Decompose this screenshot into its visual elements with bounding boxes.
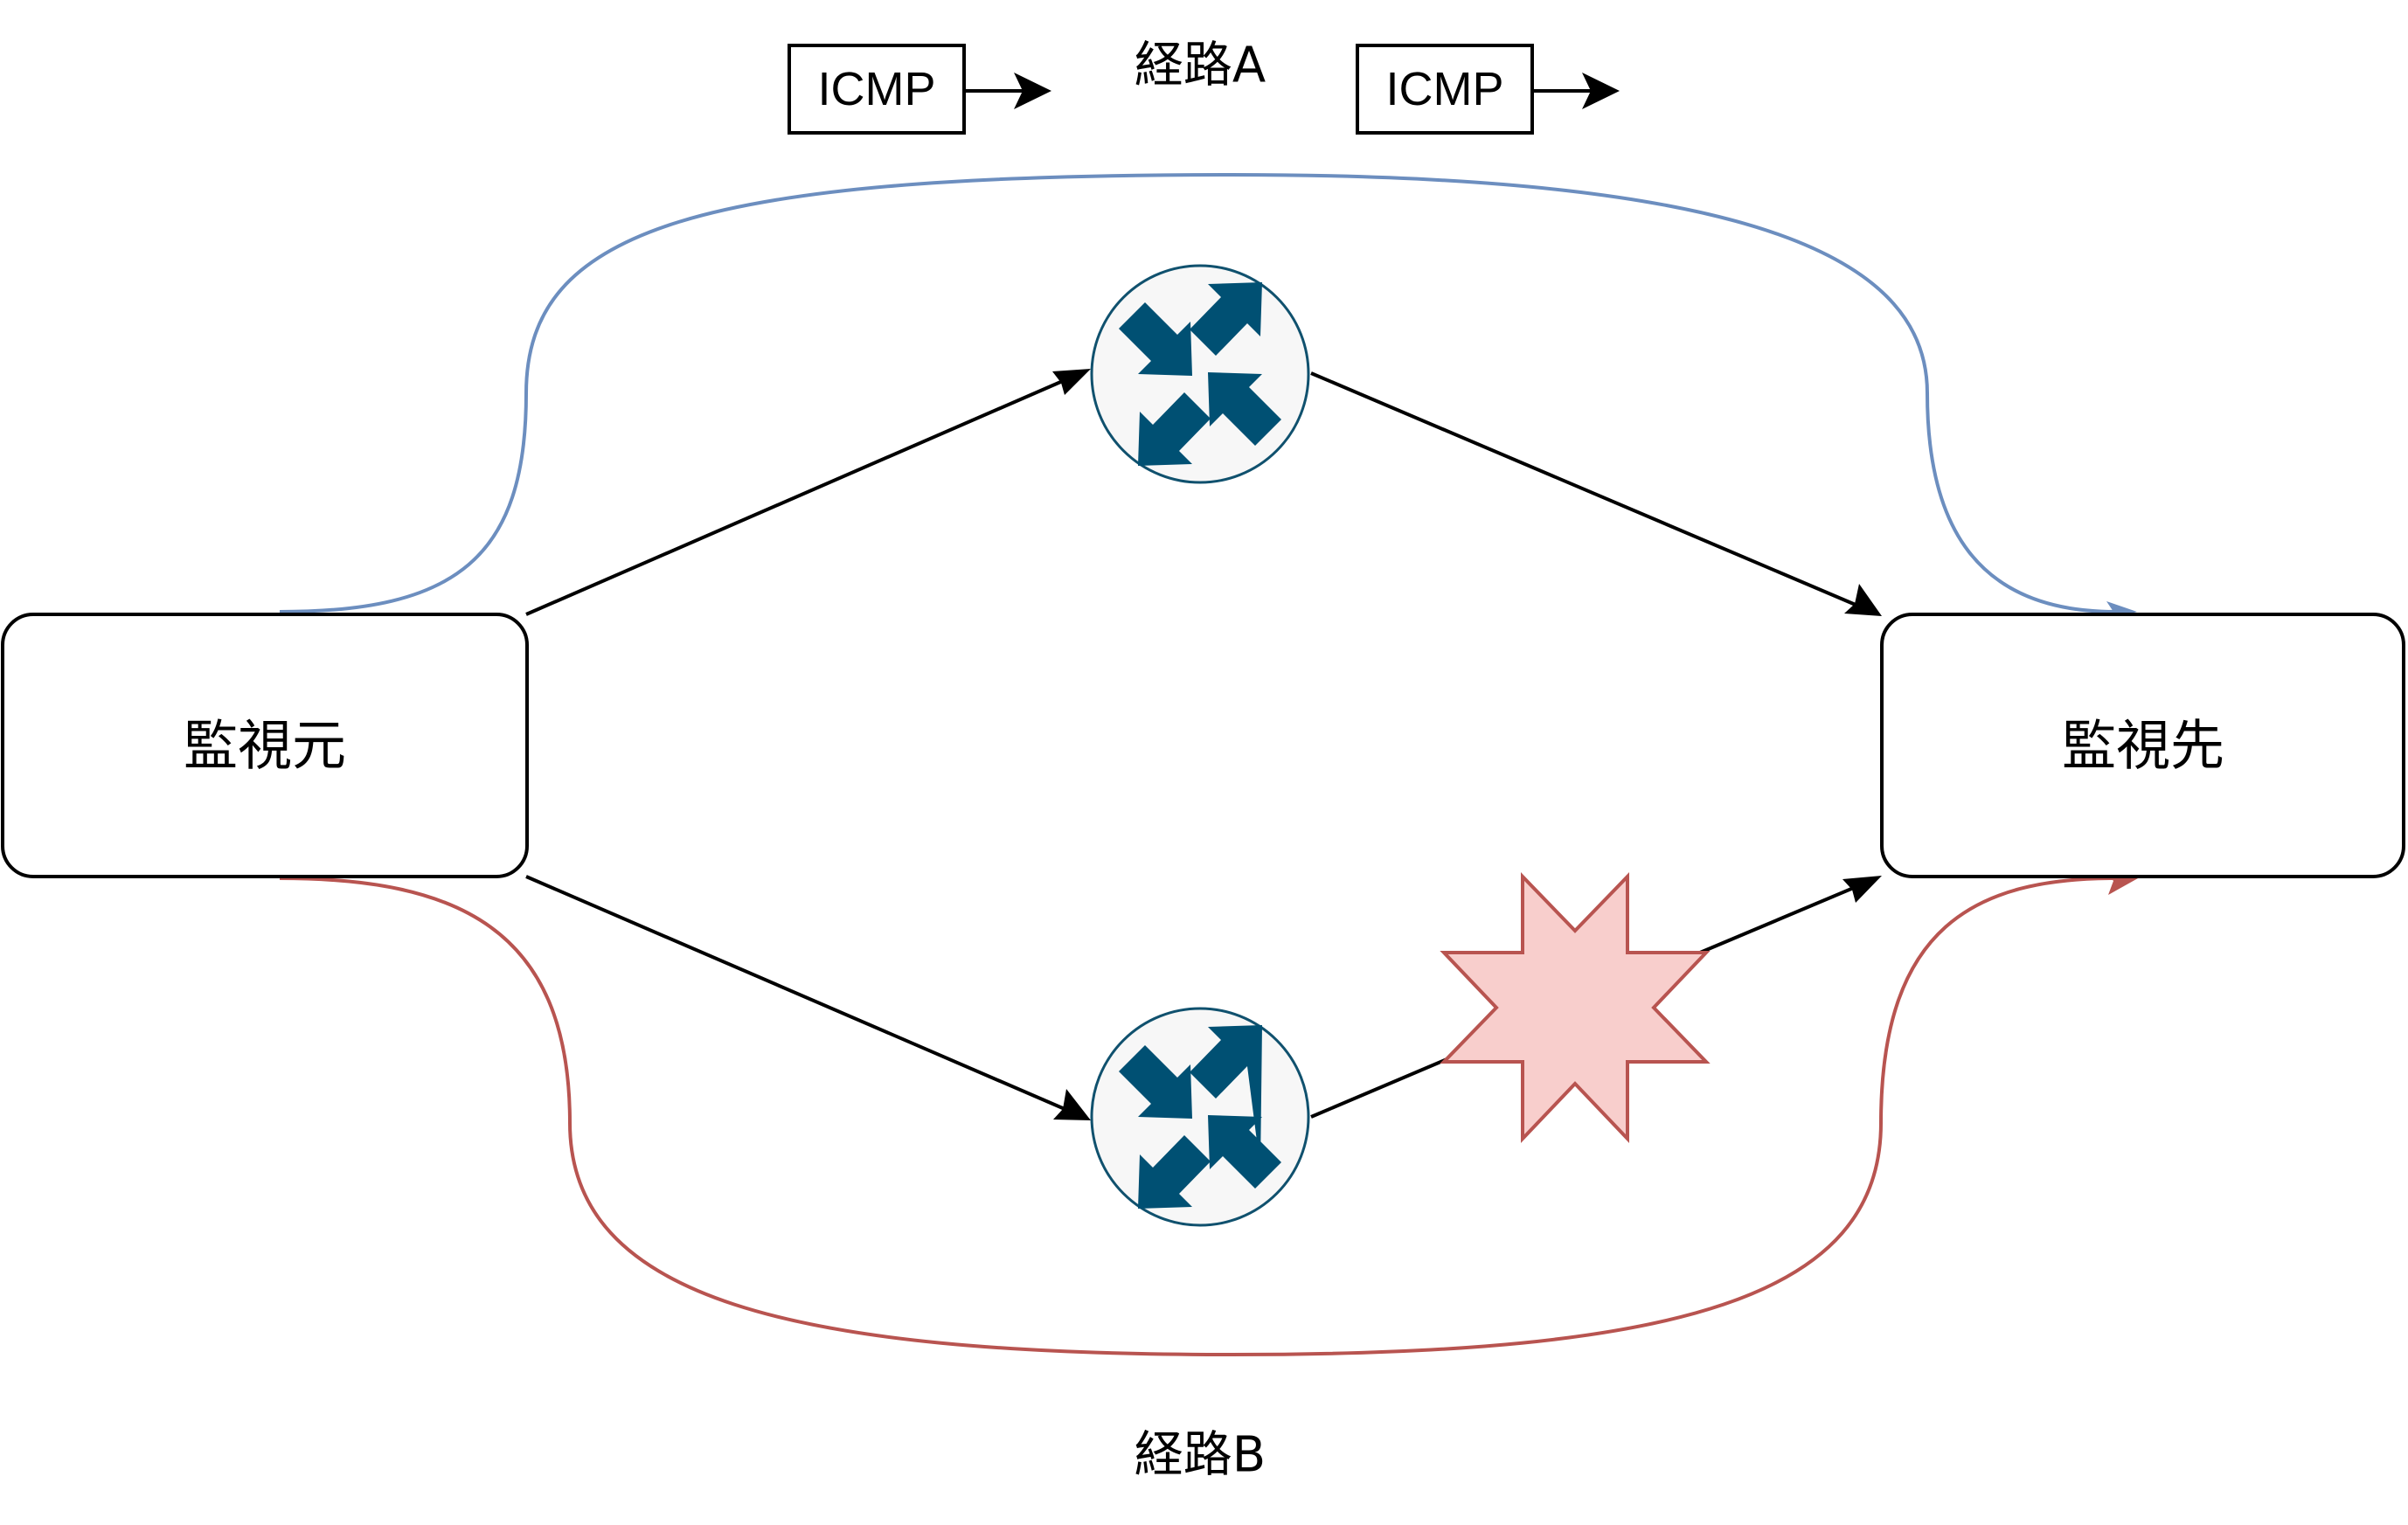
router-bottom[interactable] bbox=[1090, 1007, 1310, 1227]
router-top[interactable] bbox=[1090, 264, 1310, 484]
link-router-bottom-failure bbox=[1310, 1056, 1452, 1119]
icmp-label: ICMP bbox=[1386, 63, 1504, 115]
link-router-top-target bbox=[1310, 371, 1863, 609]
source-node[interactable] bbox=[1, 613, 529, 878]
icmp-packet: ICMP bbox=[1356, 44, 1620, 135]
route-b-label: 経路B bbox=[1135, 1427, 1266, 1484]
route-a-label: 経路A bbox=[1135, 38, 1266, 94]
target-label: 監視先 bbox=[2062, 714, 2224, 778]
link-arrowhead bbox=[1844, 584, 1882, 616]
link-source-router-bottom bbox=[525, 875, 1072, 1113]
link-failure-target bbox=[1699, 883, 1863, 954]
link-arrowhead bbox=[1842, 876, 1882, 903]
target-node[interactable] bbox=[1880, 613, 2405, 878]
source-label: 監視元 bbox=[184, 714, 346, 778]
arrow-right-icon bbox=[1014, 73, 1051, 109]
route-a-path bbox=[279, 172, 2116, 613]
icmp-packet: ICMP bbox=[788, 44, 1051, 135]
arrow-right-icon bbox=[1582, 73, 1620, 109]
router-icon bbox=[1119, 1025, 1281, 1209]
link-arrowhead bbox=[1052, 369, 1091, 395]
explosion-icon bbox=[1440, 872, 1711, 1143]
link-source-router-top bbox=[525, 376, 1072, 616]
route-b-path bbox=[279, 877, 2116, 1357]
link-arrowhead bbox=[1053, 1089, 1091, 1120]
icmp-label: ICMP bbox=[818, 63, 936, 115]
router-icon bbox=[1119, 282, 1281, 466]
